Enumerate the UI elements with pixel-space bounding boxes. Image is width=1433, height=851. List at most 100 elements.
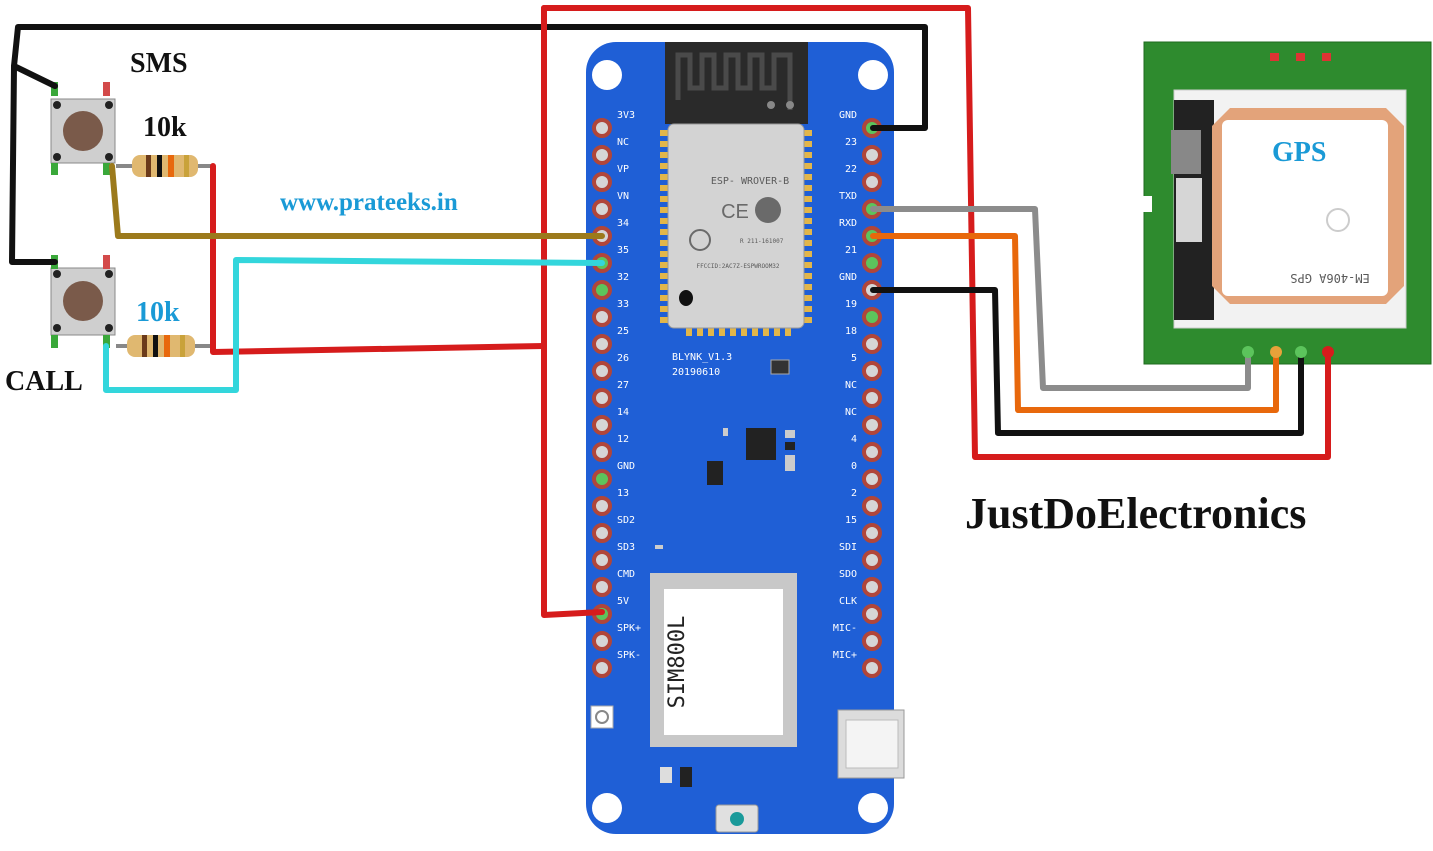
module-name-label: ESP- WROVER-B xyxy=(711,176,789,187)
call-push-button[interactable] xyxy=(50,255,116,348)
esp32-board: ESP- WROVER-B CE R 211-161007 FFCCID:2AC… xyxy=(586,42,905,834)
svg-text:CE: CE xyxy=(721,201,749,223)
left-header-pin xyxy=(592,172,612,192)
right-header-pin xyxy=(862,442,882,462)
module-pad xyxy=(660,295,668,301)
left-pin-label: 13 xyxy=(617,488,629,499)
module-pad xyxy=(660,141,668,147)
module-pad xyxy=(660,251,668,257)
left-header-pin xyxy=(592,442,612,462)
right-pin-label: 5 xyxy=(851,353,857,364)
module-pad xyxy=(686,328,692,336)
left-pin-label: VN xyxy=(617,191,629,202)
left-pin-label: SD2 xyxy=(617,515,635,526)
gps-label: GPS xyxy=(1272,137,1327,168)
module-pad xyxy=(804,317,812,323)
left-pin-label: 33 xyxy=(617,299,629,310)
module-pad xyxy=(785,328,791,336)
module-pad xyxy=(804,174,812,180)
right-pin-label: MIC+ xyxy=(833,650,857,661)
module-pad xyxy=(804,207,812,213)
module-pad xyxy=(804,240,812,246)
module-pad xyxy=(660,273,668,279)
left-header-pin xyxy=(592,145,612,165)
sim800l-label: SIM800L xyxy=(665,616,690,709)
resistor-top-value: 10k xyxy=(143,112,187,143)
left-pin-label: 34 xyxy=(617,218,629,229)
right-pin-label: CLK xyxy=(839,596,857,607)
right-pin-label: GND xyxy=(839,272,857,283)
module-pad xyxy=(804,185,812,191)
wire-orange-rxd xyxy=(870,233,1279,413)
wire-red-resistors xyxy=(210,163,547,355)
left-pin-label: 32 xyxy=(617,272,629,283)
right-header-pin xyxy=(862,604,882,624)
module-cert-label: R 211-161007 xyxy=(740,238,784,245)
right-pin-label: MIC- xyxy=(833,623,857,634)
right-header-pin xyxy=(862,658,882,678)
right-pin-label: 0 xyxy=(851,461,857,472)
right-header-pin xyxy=(862,550,882,570)
gps-pin-dots xyxy=(1242,346,1334,358)
left-pin-label: 14 xyxy=(617,407,629,418)
right-header-pin xyxy=(862,631,882,651)
left-pin-label: NC xyxy=(617,137,629,148)
right-header-pin xyxy=(862,307,882,327)
right-pin-label: 22 xyxy=(845,164,857,175)
left-header-pin xyxy=(592,361,612,381)
right-header-pin xyxy=(862,253,882,273)
right-header-pin xyxy=(862,145,882,165)
left-header-pin xyxy=(592,631,612,651)
left-header-pin xyxy=(592,496,612,516)
module-pad xyxy=(763,328,769,336)
left-pin-label: 3V3 xyxy=(617,110,635,121)
right-pin-label: 4 xyxy=(851,434,857,445)
left-pin-label: SD3 xyxy=(617,542,635,553)
module-pad xyxy=(660,185,668,191)
module-pad xyxy=(804,284,812,290)
wire-olive-pin34 xyxy=(109,163,605,239)
left-header-pin xyxy=(592,550,612,570)
right-header-pin xyxy=(862,523,882,543)
brand-label: JustDoElectronics xyxy=(965,489,1307,538)
sms-push-button[interactable] xyxy=(50,82,116,175)
module-pad xyxy=(697,328,703,336)
gps-antenna-code: EM-406A GPS xyxy=(1290,271,1369,285)
module-pad xyxy=(660,229,668,235)
left-pin-label: 27 xyxy=(617,380,629,391)
call-label: CALL xyxy=(5,366,83,397)
module-pad xyxy=(804,218,812,224)
right-header-pin xyxy=(862,496,882,516)
module-pad xyxy=(804,295,812,301)
right-pin-label: GND xyxy=(839,110,857,121)
module-pad xyxy=(660,196,668,202)
module-pad xyxy=(804,163,812,169)
right-pin-label: RXD xyxy=(839,218,857,229)
module-pad xyxy=(730,328,736,336)
left-header-pin xyxy=(592,118,612,138)
wire-cyan-pin32 xyxy=(103,257,605,393)
left-pin-label: 25 xyxy=(617,326,629,337)
right-pin-label: 15 xyxy=(845,515,857,526)
module-pad xyxy=(752,328,758,336)
module-pad xyxy=(660,207,668,213)
resistor-sms xyxy=(116,155,215,177)
wire-black-gnd-gps xyxy=(870,287,1304,436)
left-pin-label: GND xyxy=(617,461,635,472)
right-pin-label: TXD xyxy=(839,191,857,202)
module-pad xyxy=(660,218,668,224)
module-pad xyxy=(660,284,668,290)
left-header-pin xyxy=(592,469,612,489)
module-pad xyxy=(708,328,714,336)
module-pad xyxy=(804,141,812,147)
wire-red-5v-top xyxy=(541,5,1331,460)
left-header-pin xyxy=(592,388,612,408)
right-header-pin xyxy=(862,577,882,597)
right-pin-label: 23 xyxy=(845,137,857,148)
resistor-bottom-value: 10k xyxy=(136,297,180,328)
left-header-pin xyxy=(592,415,612,435)
module-fcc-label: FFCCID:2AC7Z-ESPWROOM32 xyxy=(696,263,779,270)
sms-label: SMS xyxy=(130,48,188,79)
right-header-pin xyxy=(862,334,882,354)
